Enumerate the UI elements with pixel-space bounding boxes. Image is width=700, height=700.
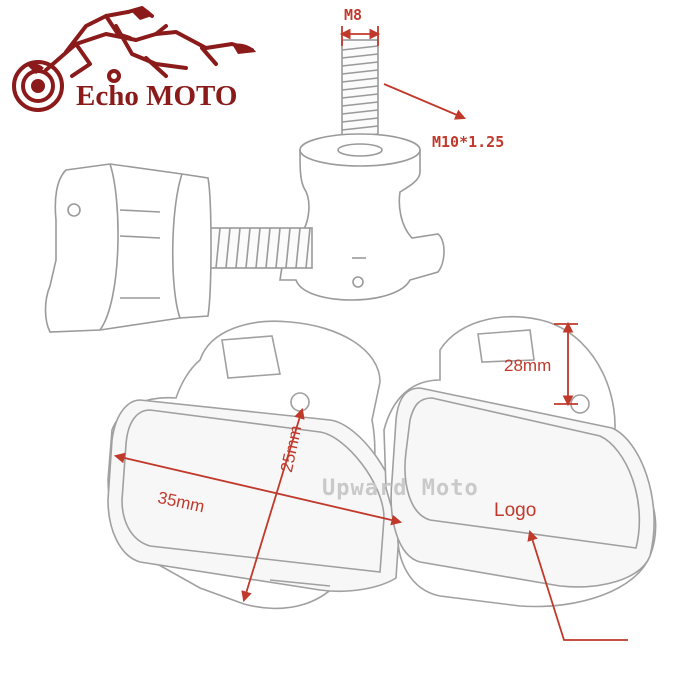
spool-bottom-right xyxy=(383,316,657,608)
thread-spec-label: M10*1.25 xyxy=(432,133,505,151)
height-label: 28mm xyxy=(504,356,552,375)
motorcycle-rider-icon xyxy=(12,6,256,112)
thread-width-label: M8 xyxy=(344,6,363,24)
bolt-horizontal xyxy=(199,227,313,269)
brand-name: Echo MOTO xyxy=(76,80,238,112)
logo-callout-label: Logo xyxy=(494,500,537,521)
dimension-lines xyxy=(113,26,628,641)
bolt-vertical xyxy=(341,39,379,153)
watermark-text: Upward Moto xyxy=(322,476,479,501)
spool-upper xyxy=(279,133,445,301)
spool-left xyxy=(44,163,212,333)
